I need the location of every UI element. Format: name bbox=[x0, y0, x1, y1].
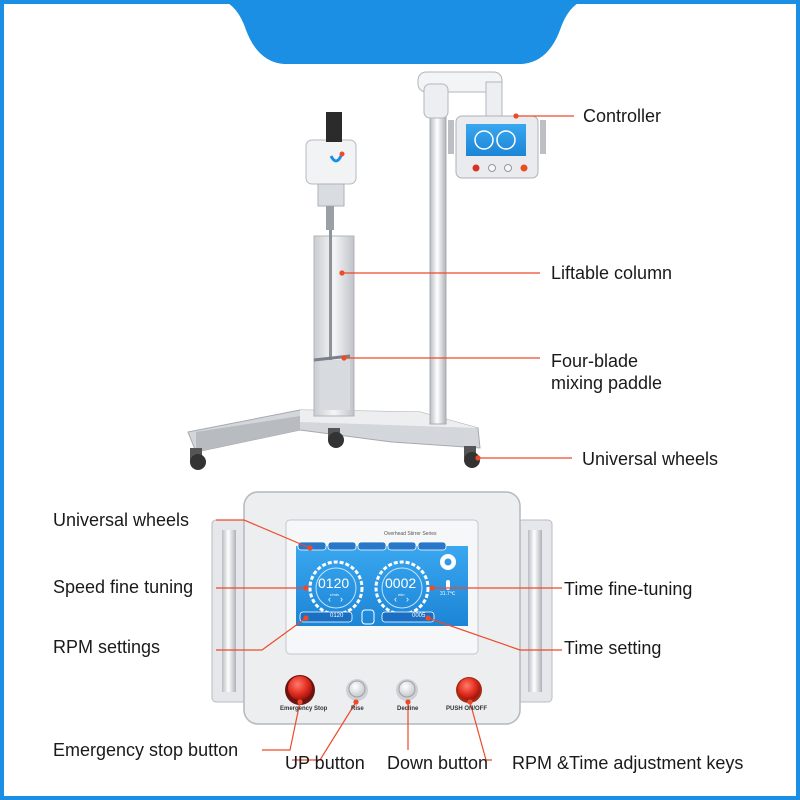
time-readout: 0002 bbox=[385, 575, 417, 591]
label-universal-wheels-top: Universal wheels bbox=[582, 449, 719, 469]
up-button[interactable] bbox=[346, 679, 368, 701]
controller-arm bbox=[417, 71, 503, 119]
support-pole bbox=[429, 107, 447, 425]
label-up-button: UP button bbox=[285, 753, 365, 773]
estop-button[interactable] bbox=[285, 675, 315, 705]
speed-readout: 0120 bbox=[318, 575, 350, 591]
panel-leader-lines bbox=[216, 519, 562, 761]
svg-text:›: › bbox=[406, 594, 409, 604]
stirring-shaft bbox=[329, 230, 332, 360]
time-set-field[interactable] bbox=[381, 611, 435, 623]
caster-wheel bbox=[328, 428, 344, 448]
speed-unit: r/min bbox=[330, 592, 339, 597]
stirrer-product bbox=[187, 71, 546, 470]
time-unit: min bbox=[398, 592, 405, 597]
label-four-blade-paddle: Four-blade mixing paddle bbox=[551, 351, 663, 393]
speed-set-field[interactable] bbox=[299, 611, 353, 623]
label-rpm-settings: RPM settings bbox=[53, 637, 161, 657]
push-onoff-label: PUSH ON/OFF bbox=[446, 706, 488, 712]
top-leader-lines bbox=[339, 113, 574, 461]
rise-button-label: Rise bbox=[351, 706, 364, 712]
settings-gear-icon[interactable] bbox=[440, 554, 456, 570]
time-gauge: ‹ › bbox=[374, 560, 430, 616]
temperature-readout: 31.7℃ bbox=[440, 591, 456, 597]
svg-text:›: › bbox=[340, 594, 343, 604]
label-emergency-stop: Emergency stop button bbox=[53, 740, 239, 760]
down-button[interactable] bbox=[396, 679, 418, 701]
mini-controller bbox=[448, 115, 546, 179]
top-tab-decoration bbox=[222, 0, 584, 64]
caster-wheel bbox=[464, 446, 480, 468]
estop-button-label: Emergency Stop bbox=[280, 706, 328, 712]
speed-set-value: 0120 bbox=[330, 613, 344, 619]
svg-text:‹: ‹ bbox=[394, 594, 397, 604]
label-speed-fine-tuning: Speed fine tuning bbox=[53, 577, 194, 597]
label-time-setting: Time setting bbox=[564, 638, 662, 658]
speed-gauge: ‹ › bbox=[308, 560, 364, 616]
power-button[interactable] bbox=[456, 677, 482, 703]
control-panel: ‹ › ‹ › bbox=[211, 491, 553, 725]
motor-head bbox=[305, 112, 357, 230]
handle-right bbox=[517, 519, 553, 703]
label-liftable-column: Liftable column bbox=[551, 263, 673, 283]
time-set-value: 0005 bbox=[412, 613, 426, 619]
label-down-button: Down button bbox=[387, 753, 489, 773]
caster-wheel bbox=[190, 448, 206, 470]
handle-left bbox=[211, 519, 247, 703]
label-universal-wheels-panel: Universal wheels bbox=[53, 510, 190, 530]
panel-header: Overhead Stirrer Series bbox=[384, 531, 437, 537]
label-controller: Controller bbox=[583, 106, 662, 126]
liftable-column bbox=[313, 235, 355, 417]
decline-button-label: Decline bbox=[397, 706, 419, 712]
label-time-fine-tuning: Time fine-tuning bbox=[564, 579, 693, 599]
pause-icon[interactable] bbox=[361, 609, 375, 625]
mode-tabs bbox=[297, 541, 447, 551]
label-rpm-time-keys: RPM &Time adjustment keys bbox=[512, 753, 744, 773]
svg-text:‹: ‹ bbox=[328, 594, 331, 604]
